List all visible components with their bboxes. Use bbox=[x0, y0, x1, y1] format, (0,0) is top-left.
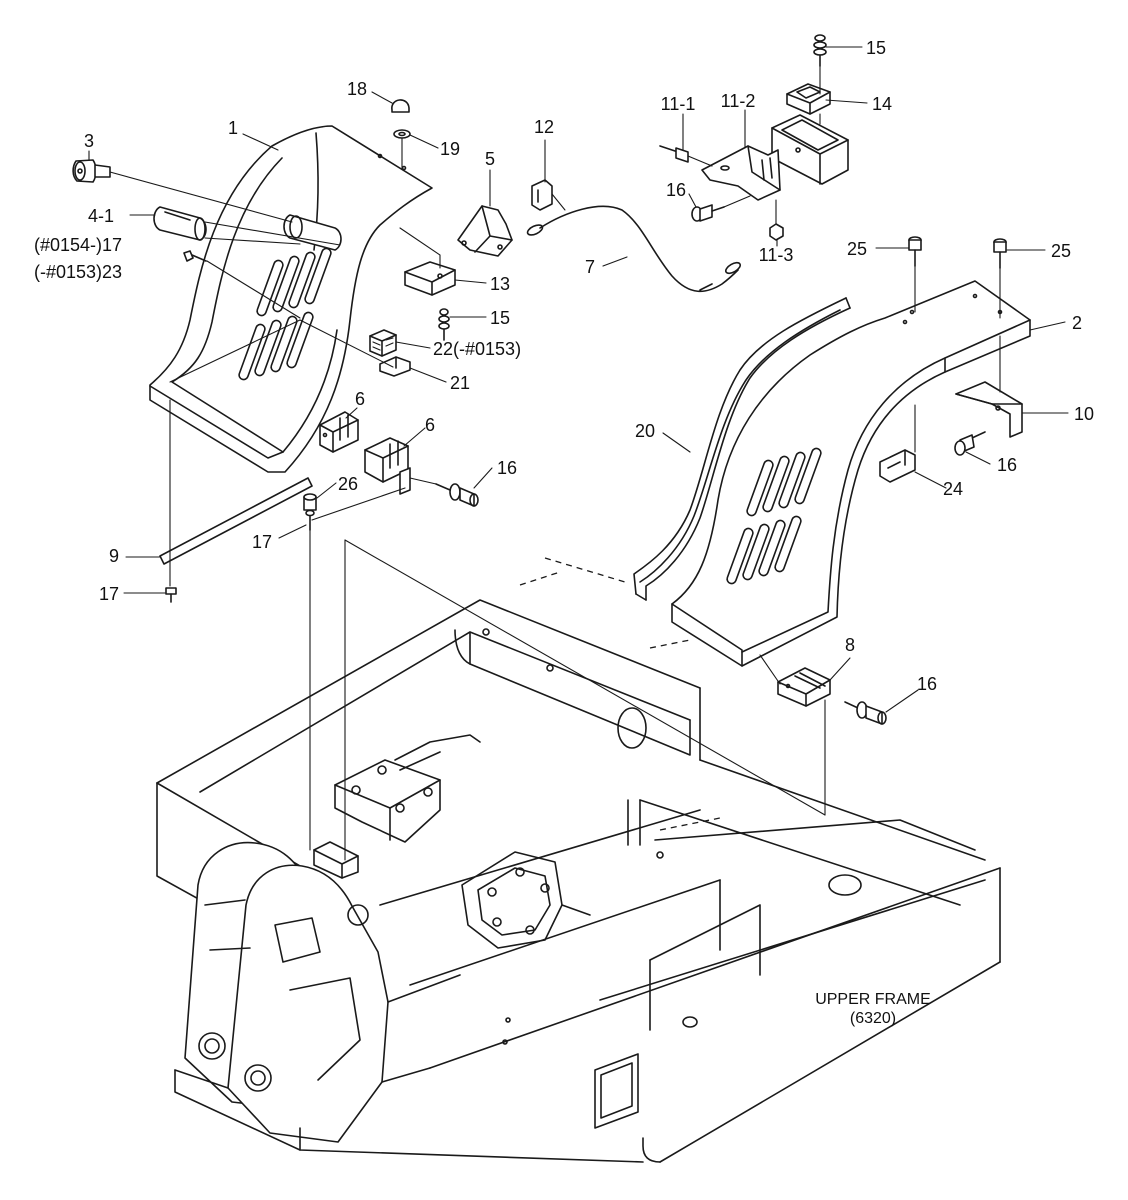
vent-slots-upper bbox=[746, 447, 822, 517]
bolt-part-16-hinge bbox=[435, 483, 479, 507]
callout-25-left: 25 bbox=[847, 239, 867, 259]
knob-part-18 bbox=[391, 99, 410, 113]
callout-26: 26 bbox=[338, 474, 358, 494]
callout-15-mid: 15 bbox=[490, 308, 510, 328]
bolt-part-16-bottom bbox=[844, 701, 887, 725]
bolt-part-15-top bbox=[813, 34, 827, 67]
bolt-part-17-bottom bbox=[165, 587, 177, 603]
callout-4-1: 4-1 bbox=[88, 206, 114, 226]
bracket-part-11-2 bbox=[701, 145, 781, 201]
upper-frame bbox=[156, 557, 1001, 1163]
callout-11-1: 11-1 bbox=[661, 94, 696, 114]
bolt-part-16-right bbox=[954, 431, 986, 456]
callout-7: 7 bbox=[585, 257, 595, 277]
callout-2: 2 bbox=[1072, 313, 1082, 333]
callout-17-mid: 17 bbox=[252, 532, 272, 552]
callout-24: 24 bbox=[943, 479, 963, 499]
bolt-part-15-mid bbox=[438, 308, 450, 341]
callout-labels: 3 1 18 19 4-1 (#0154-)17 (-#0153)23 5 12… bbox=[34, 38, 1094, 694]
bracket-part-10 bbox=[955, 381, 1023, 438]
callout-17-bottom: 17 bbox=[99, 584, 119, 604]
bolt-part-25-right bbox=[993, 238, 1007, 269]
cable-part-7 bbox=[526, 205, 742, 293]
callout-12: 12 bbox=[534, 117, 554, 137]
collar-part-26 bbox=[303, 493, 317, 511]
hinge-part-6-right bbox=[364, 437, 411, 495]
upper-frame-name: UPPER FRAME bbox=[815, 991, 931, 1008]
seal-strip-part-20 bbox=[633, 297, 851, 601]
bolt-part-17-23 bbox=[183, 250, 207, 262]
callout-10: 10 bbox=[1074, 404, 1094, 424]
assembly-lines bbox=[109, 65, 1001, 861]
callout-16-hinge: 16 bbox=[497, 458, 517, 478]
upper-frame-label: UPPER FRAME (6320) bbox=[815, 991, 931, 1027]
bracket-part-24 bbox=[879, 449, 916, 483]
bar-part-9 bbox=[159, 477, 313, 565]
bracket-part-12 bbox=[531, 179, 553, 211]
callout-22: 22(-#0153) bbox=[433, 339, 521, 359]
callout-5: 5 bbox=[485, 149, 495, 169]
callout-6-right: 6 bbox=[425, 415, 435, 435]
callout-16-right: 16 bbox=[997, 455, 1017, 475]
bolt-part-25-left bbox=[908, 236, 922, 267]
nut-part-11-3 bbox=[769, 223, 784, 241]
bracket-part-21 bbox=[379, 356, 411, 377]
callout-20: 20 bbox=[635, 421, 655, 441]
bolt-part-16-top bbox=[691, 204, 725, 222]
callout-19: 19 bbox=[440, 139, 460, 159]
bracket-part-14 bbox=[786, 83, 831, 115]
pin-part-3 bbox=[72, 159, 111, 183]
callout-18: 18 bbox=[347, 79, 367, 99]
callout-16-top: 16 bbox=[666, 180, 686, 200]
upper-frame-code: (6320) bbox=[850, 1010, 896, 1027]
bracket-part-13 bbox=[404, 261, 456, 296]
callout-17-serial: (#0154-)17 bbox=[34, 235, 122, 255]
leader-lines bbox=[88, 46, 1069, 713]
callout-14: 14 bbox=[872, 94, 892, 114]
hinge-part-8 bbox=[777, 667, 831, 707]
callout-15-top: 15 bbox=[866, 38, 886, 58]
callout-23-serial: (-#0153)23 bbox=[34, 262, 122, 282]
mount-block bbox=[771, 114, 849, 185]
callout-8: 8 bbox=[845, 635, 855, 655]
bracket-part-5 bbox=[457, 205, 513, 257]
callout-1: 1 bbox=[228, 118, 238, 138]
callout-6-left: 6 bbox=[355, 389, 365, 409]
callout-9: 9 bbox=[109, 546, 119, 566]
callout-21: 21 bbox=[450, 373, 470, 393]
vent-slots-lower bbox=[238, 311, 314, 381]
callout-13: 13 bbox=[490, 274, 510, 294]
vent-slots-lower bbox=[726, 515, 802, 585]
bolt-part-11-1 bbox=[659, 145, 689, 163]
cover-part-1 bbox=[149, 125, 433, 473]
roller-part-4-1 bbox=[153, 206, 207, 241]
bolt-part-17-mid bbox=[305, 509, 315, 531]
washer-part-19 bbox=[393, 129, 411, 161]
callout-25-right: 25 bbox=[1051, 241, 1071, 261]
callout-3: 3 bbox=[84, 131, 94, 151]
callout-16-bottom: 16 bbox=[917, 674, 937, 694]
pad-part-22 bbox=[369, 329, 397, 357]
callout-11-2: 11-2 bbox=[721, 91, 756, 111]
hinge-part-6-left bbox=[319, 411, 359, 453]
cover-part-2 bbox=[671, 280, 1031, 667]
callout-11-3: 11-3 bbox=[759, 245, 794, 265]
